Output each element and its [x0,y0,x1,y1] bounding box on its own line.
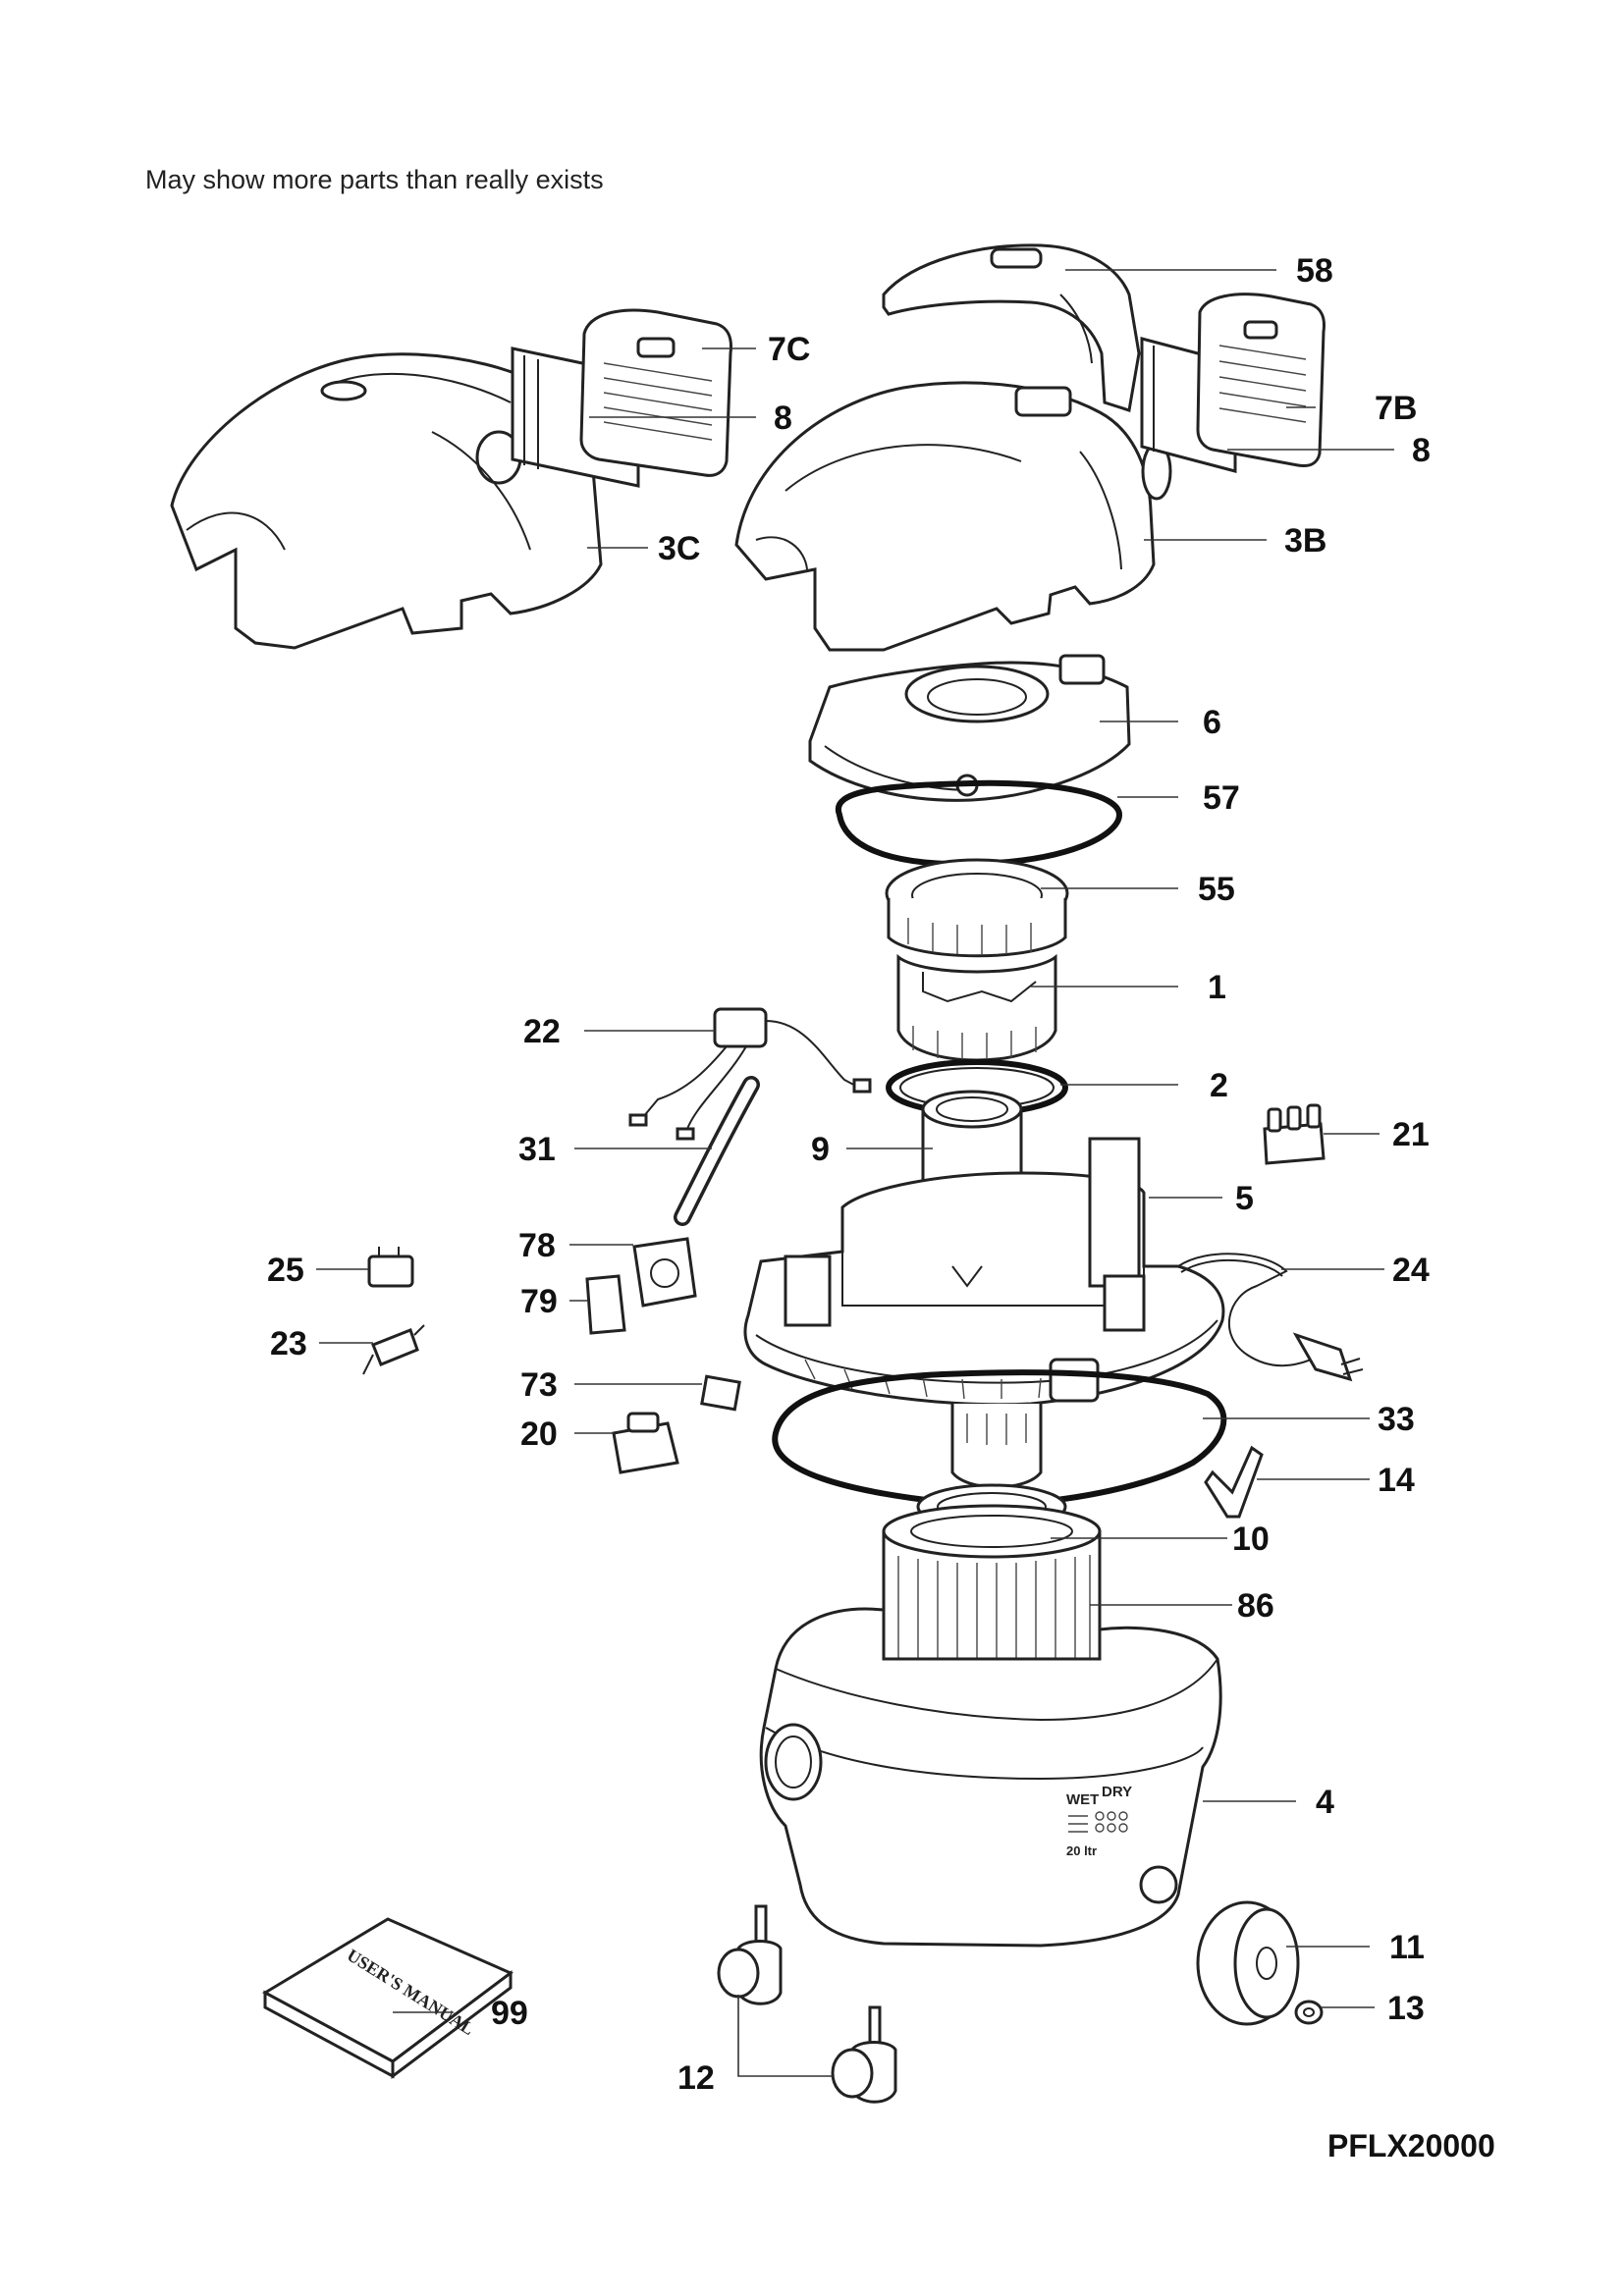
callout-24: 24 [1392,1252,1430,1289]
tank-capacity-label: 20 ltr [1066,1843,1097,1858]
plate-79-part[interactable] [585,1274,626,1335]
callout-8-right: 8 [1412,432,1431,469]
motor-base-5-part[interactable] [743,1137,1225,1489]
castor-12-upper-part[interactable] [717,1904,783,2005]
callout-25: 25 [267,1252,304,1289]
wheel-11-part[interactable] [1196,1900,1300,2026]
leader-lines [316,269,1394,2077]
capacitor-78-part[interactable] [632,1237,697,1308]
callout-21: 21 [1392,1116,1430,1153]
washer-13-part[interactable] [1294,2000,1324,2025]
callout-99: 99 [491,1995,528,2032]
terminal-block-21-part[interactable] [1263,1103,1325,1165]
model-code: PFLX20000 [1327,2128,1495,2163]
callout-33: 33 [1378,1401,1415,1438]
callout-8-left: 8 [774,400,792,437]
disclaimer-note: May show more parts than really exists [145,165,604,194]
tank-4-part[interactable]: WET DRY 20 ltr [759,1607,1222,1948]
gasket-57-part[interactable] [835,779,1123,868]
motor-impeller-55-part[interactable] [885,858,1069,958]
tank-dry-label: DRY [1102,1784,1132,1800]
motor-1-part[interactable] [896,953,1057,1062]
callout-2: 2 [1210,1067,1228,1104]
callout-73: 73 [520,1366,558,1404]
callout-1: 1 [1208,969,1226,1006]
callout-12: 12 [677,2059,715,2097]
tank-wet-label: WET [1066,1791,1099,1808]
switch-20-part[interactable] [612,1412,679,1474]
label-73-part[interactable] [700,1374,741,1412]
switch-wiring-22-part[interactable] [628,1007,872,1141]
callout-20: 20 [520,1415,558,1453]
callout-3c: 3C [658,530,700,567]
callout-31: 31 [518,1131,556,1168]
cover-3b-part[interactable] [734,381,1172,652]
callout-4: 4 [1316,1784,1334,1821]
capacitor-23-part[interactable] [362,1324,425,1375]
grille-7b-part[interactable] [1196,293,1325,467]
callout-5: 5 [1235,1180,1254,1217]
callout-9: 9 [811,1131,830,1168]
callout-78: 78 [518,1227,556,1264]
gasket-33-part[interactable] [772,1369,1227,1508]
callout-3b: 3B [1284,522,1326,560]
callout-22: 22 [523,1013,561,1050]
grille-7c-part[interactable] [579,308,732,477]
callout-79: 79 [520,1283,558,1320]
callout-57: 57 [1203,779,1240,817]
callout-7c: 7C [768,331,810,368]
callout-55: 55 [1198,871,1235,908]
users-manual-99-part[interactable]: USER'S MANUAL [261,1917,514,2079]
relay-25-part[interactable] [367,1247,414,1288]
callout-labels: 58 7C 8 7B 8 3C 3B 6 57 55 1 22 2 31 9 2… [267,252,1431,2097]
motor-cover-6-part[interactable] [808,654,1131,802]
castor-12-lower-part[interactable] [831,2005,897,2104]
callout-11: 11 [1389,1929,1425,1966]
callout-7b: 7B [1375,390,1417,427]
callout-86: 86 [1237,1587,1274,1625]
float-14-part[interactable] [1204,1445,1264,1519]
callout-6: 6 [1203,704,1221,741]
power-cord-24-part[interactable] [1177,1253,1364,1382]
handle-58-part[interactable] [882,243,1141,412]
callout-58: 58 [1296,252,1333,290]
callout-14: 14 [1378,1462,1415,1499]
callout-13: 13 [1387,1990,1425,2027]
callout-23: 23 [270,1325,307,1362]
callout-10: 10 [1232,1521,1270,1558]
